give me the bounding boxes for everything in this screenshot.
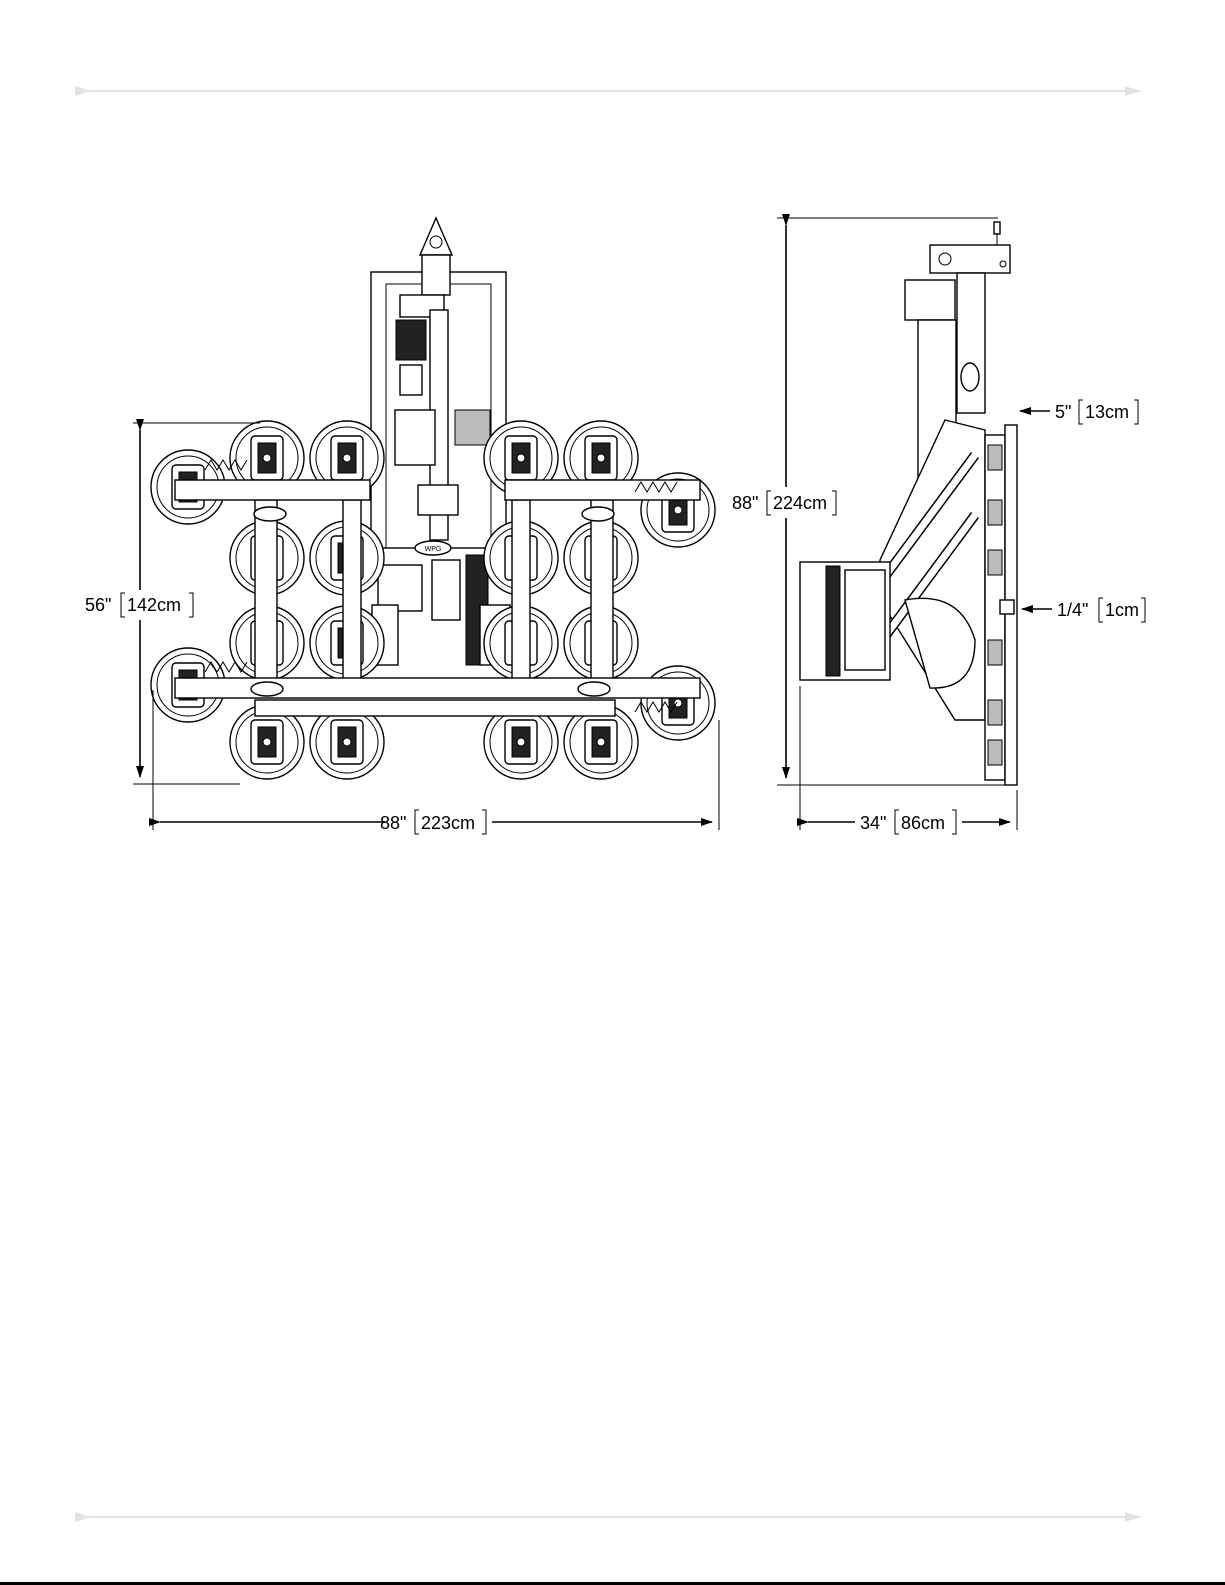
front-view: WPG — [151, 218, 715, 779]
wpg-logo-text: WPG — [425, 546, 442, 553]
pad-offset-label: 5" — [1055, 402, 1071, 422]
front-height-label: 56" — [85, 595, 111, 615]
pad-thickness-metric: 1cm — [1105, 600, 1139, 620]
pad-thickness-label: 1/4" — [1057, 600, 1088, 620]
side-depth-label: 34" — [860, 813, 886, 833]
side-depth-metric: 86cm — [901, 813, 945, 833]
pad-offset-metric: 13cm — [1085, 402, 1129, 422]
side-height-metric: 224cm — [773, 493, 827, 513]
front-width-label: 88" — [380, 813, 406, 833]
front-width-metric: 223cm — [421, 813, 475, 833]
front-height-metric: 142cm — [127, 595, 181, 615]
pad-offset-dimension: 5" 13cm — [1020, 400, 1138, 424]
pad-thickness-dimension: 1/4" 1cm — [1022, 598, 1145, 622]
side-view — [800, 222, 1017, 785]
side-height-label: 88" — [732, 493, 758, 513]
